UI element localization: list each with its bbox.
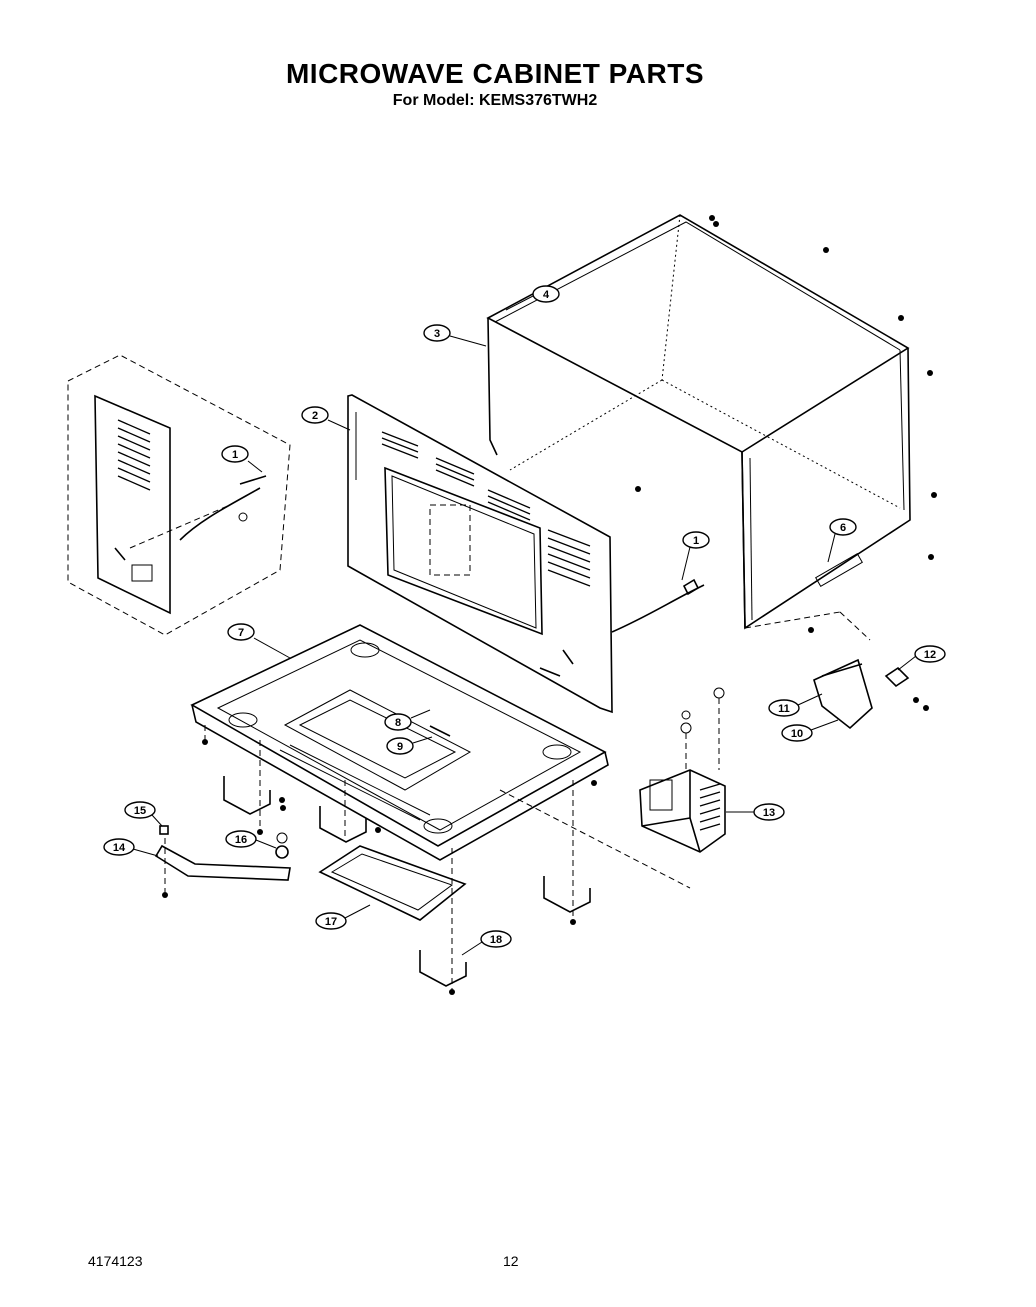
mounting-brackets — [202, 739, 597, 995]
callout-13: 13 — [726, 803, 785, 821]
callout-6: 6 — [827, 518, 857, 563]
callout-12: 12 — [897, 645, 946, 671]
support-rod-assembly — [154, 825, 291, 898]
callout-17: 17 — [315, 904, 371, 930]
callout-label: 1 — [693, 535, 699, 547]
callout-14: 14 — [103, 838, 159, 857]
callout-label: 15 — [134, 805, 146, 817]
callout-label: 12 — [924, 649, 936, 661]
callout-label: 2 — [312, 410, 318, 422]
callout-2: 2 — [301, 406, 351, 431]
callout-label: 14 — [113, 842, 126, 854]
page-title: MICROWAVE CABINET PARTS — [285, 58, 705, 89]
callout-3: 3 — [423, 324, 487, 347]
callout-18: 18 — [461, 930, 512, 956]
callout-7: 7 — [227, 623, 291, 659]
callout-label: 6 — [840, 522, 846, 534]
callout-label: 8 — [395, 717, 401, 729]
callout-1-main: 1 — [681, 531, 710, 581]
inset-rear-view — [67, 354, 291, 636]
callout-16: 16 — [225, 830, 277, 849]
callout-label: 11 — [778, 703, 790, 715]
callout-label: 18 — [490, 934, 502, 946]
callout-label: 4 — [543, 289, 550, 301]
callout-label: 16 — [235, 834, 247, 846]
callout-10: 10 — [781, 719, 839, 742]
callout-15: 15 — [124, 801, 163, 827]
callout-4: 4 — [505, 285, 560, 311]
callout-label: 9 — [397, 741, 403, 753]
callout-label: 17 — [325, 916, 337, 928]
callout-8: 8 — [384, 709, 431, 731]
callout-label: 10 — [791, 728, 803, 740]
callout-11: 11 — [768, 693, 823, 717]
model-subtitle: For Model: KEMS376TWH2 — [392, 92, 598, 109]
tray-gasket — [318, 845, 467, 921]
transformer — [639, 687, 726, 853]
callout-9: 9 — [386, 736, 433, 755]
callout-1-inset: 1 — [221, 445, 263, 473]
wrapper-screws — [635, 215, 937, 633]
outer-cabinet-wrapper — [486, 214, 911, 641]
back-panel — [347, 394, 613, 714]
callout-label: 7 — [238, 627, 244, 639]
callout-label: 1 — [232, 449, 238, 461]
callout-label: 13 — [763, 807, 775, 819]
base-plate — [190, 624, 691, 990]
power-cord — [611, 578, 705, 633]
document-number: 4174123 — [88, 1253, 143, 1269]
bracket-cover — [813, 658, 929, 730]
callout-label: 3 — [434, 328, 440, 340]
page-number: 12 — [503, 1253, 519, 1269]
